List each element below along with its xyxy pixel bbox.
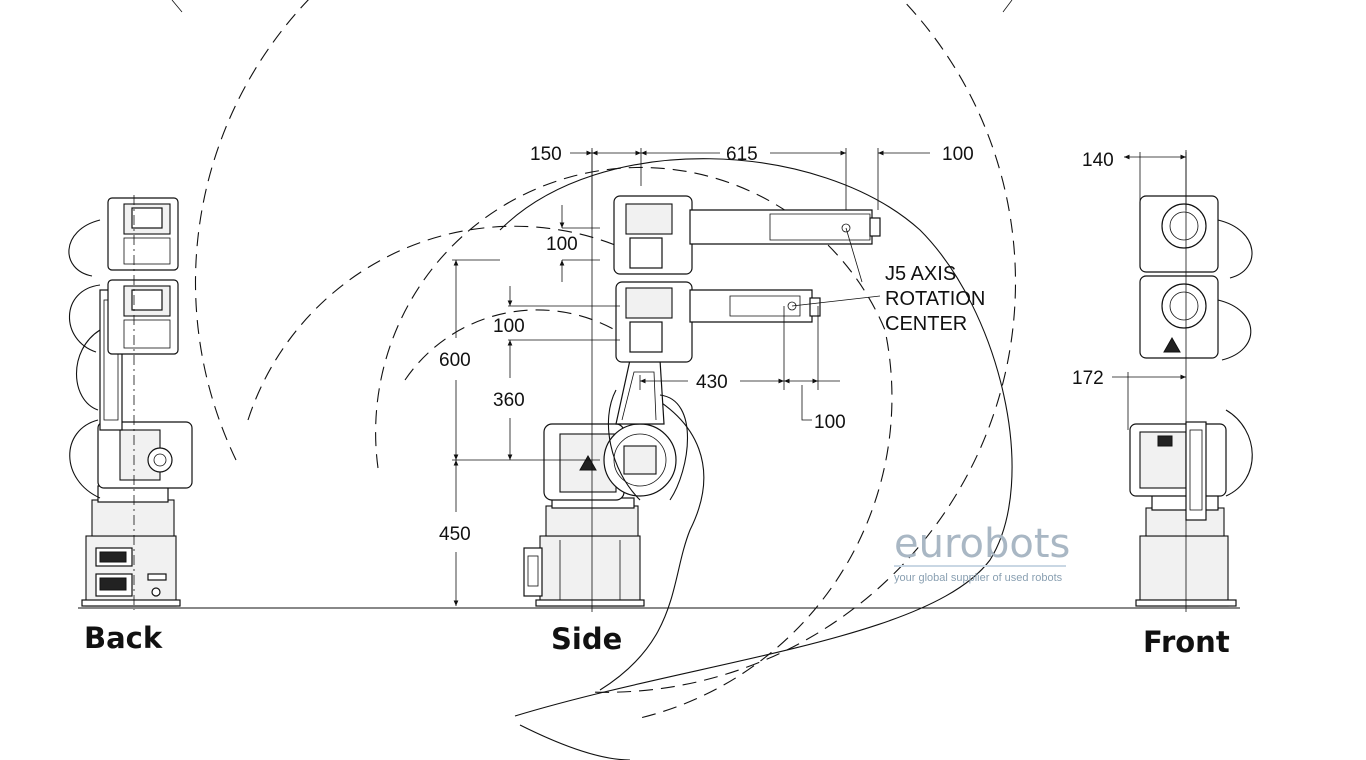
- dim-360: 360: [493, 390, 525, 411]
- dim-150: 150: [530, 144, 562, 165]
- dim-100-top: 100: [942, 144, 974, 165]
- side-forearm-lower: [689, 289, 813, 323]
- inner-reach-arc: [247, 225, 641, 421]
- dim-140: 140: [1082, 150, 1114, 171]
- lower-curve: [599, 389, 705, 691]
- robot-front-view: [1129, 150, 1253, 612]
- dim-615: 615: [726, 144, 758, 165]
- dimension-labels: 150 615 100 140 100 100 600 360 450 430 …: [439, 144, 1114, 545]
- view-label-front: Front: [1143, 625, 1230, 659]
- dim-100-lower-arm: 100: [493, 316, 525, 337]
- side-base: [539, 535, 641, 607]
- outer-reach-arc: [194, 0, 1017, 693]
- dim-172: 172: [1072, 368, 1104, 389]
- robot-side-view: [523, 150, 881, 612]
- j5-note-line3: CENTER: [885, 313, 967, 335]
- swing-arc-2: [519, 724, 631, 760]
- dim-430: 430: [696, 372, 728, 393]
- corner-arc-left: [171, 0, 183, 13]
- j5-annotation: J5 AXIS ROTATION CENTER: [885, 263, 985, 335]
- front-base: [1139, 535, 1229, 607]
- watermark-brand: eurobots: [894, 521, 1070, 567]
- view-label-side: Side: [551, 622, 622, 656]
- view-label-back: Back: [84, 621, 163, 655]
- dim-100-upper-arm: 100: [546, 234, 578, 255]
- dimension-lines: [452, 148, 1187, 606]
- corner-arc-right: [1002, 0, 1013, 13]
- inner-reach-arc-2: [404, 309, 616, 381]
- dim-600: 600: [439, 350, 471, 371]
- eurobots-watermark: eurobots your global supplier of used ro…: [894, 521, 1070, 584]
- robot-back-view: [68, 195, 193, 610]
- j5-note-line2: ROTATION: [885, 288, 985, 310]
- swing-arc: [499, 158, 1013, 717]
- dim-450: 450: [439, 524, 471, 545]
- watermark-tagline: your global supplier of used robots: [894, 572, 1063, 584]
- side-forearm-upper: [689, 209, 873, 245]
- j5-note-line1: J5 AXIS: [885, 263, 956, 285]
- dim-100-wrist: 100: [814, 412, 846, 433]
